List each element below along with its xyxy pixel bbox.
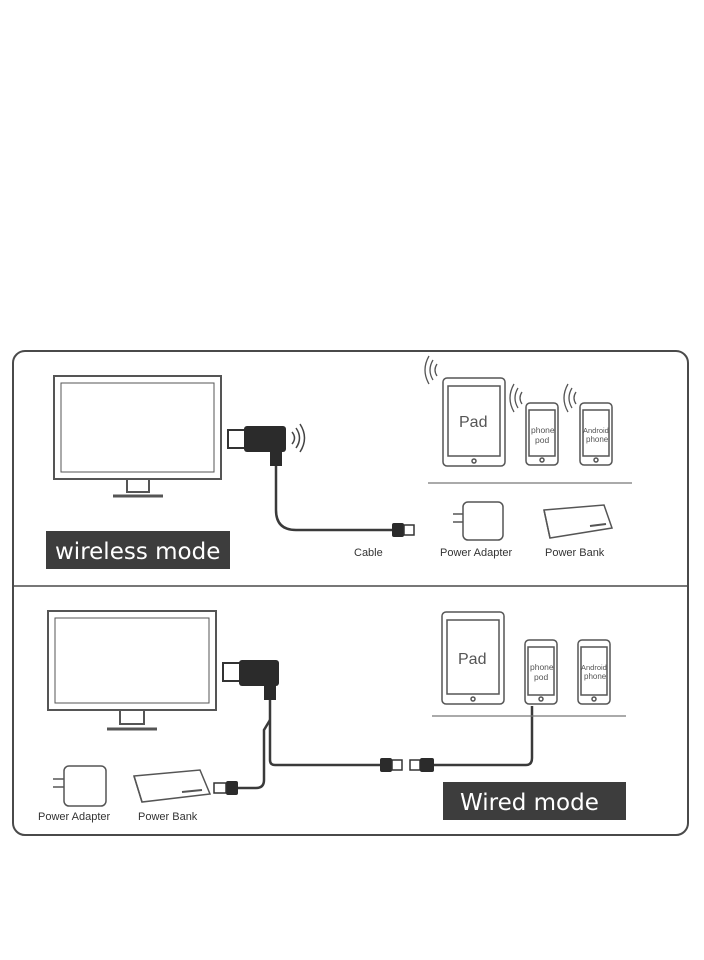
- wifi-signal-icon: [563, 383, 577, 413]
- power-cable: [238, 719, 272, 790]
- usb-cable: [268, 700, 380, 767]
- hdmi-dongle-icon: [227, 423, 306, 466]
- diagram-frame: [12, 350, 689, 836]
- wireless-mode-label: wireless mode: [55, 539, 220, 565]
- wired-mode-label: Wired mode: [460, 790, 599, 816]
- power-bank-icon: [543, 504, 614, 539]
- usb-plug-icon: [213, 781, 238, 795]
- android-phone-icon: [577, 639, 611, 705]
- power-adapter-icon: [53, 765, 107, 807]
- phone-pod-label-line2: pod: [534, 672, 548, 682]
- tv-icon: [53, 375, 222, 498]
- power-adapter-label: Power Adapter: [440, 547, 512, 559]
- usb-plug-icon: [392, 523, 415, 537]
- wireless-section: Cable wireless mode Pad phone pod: [46, 355, 632, 569]
- android-phone-icon: [579, 402, 613, 466]
- wifi-signal-icon: [509, 383, 523, 413]
- android-phone-label-line1: Android: [581, 663, 607, 672]
- tablet-icon: [442, 377, 506, 467]
- pad-label: Pad: [458, 651, 486, 668]
- phone-pod-label-line1: phone: [530, 662, 554, 672]
- power-adapter-label: Power Adapter: [38, 811, 110, 823]
- hdmi-dongle-icon: [222, 660, 279, 700]
- wired-section: Pad phone pod Android phone Power Adapte…: [38, 610, 626, 823]
- android-phone-label-line1: Android: [583, 426, 609, 435]
- cable-label: Cable: [354, 547, 383, 559]
- wireless-mode-badge: [46, 531, 230, 569]
- wifi-signal-icon: [424, 355, 438, 385]
- power-bank-icon: [133, 769, 212, 803]
- usb-cable: [274, 466, 392, 532]
- tablet-icon: [441, 611, 505, 705]
- device-cable: [434, 706, 534, 767]
- android-phone-label-line2: phone: [584, 672, 607, 681]
- power-bank-label: Power Bank: [545, 547, 605, 559]
- pad-label: Pad: [459, 414, 487, 431]
- tv-icon: [47, 610, 217, 731]
- iphone-icon: [524, 639, 558, 705]
- power-bank-label: Power Bank: [138, 811, 198, 823]
- phone-pod-label-line2: pod: [535, 435, 549, 445]
- android-phone-label-line2: phone: [586, 435, 609, 444]
- power-adapter-icon: [453, 501, 504, 541]
- wired-mode-badge: [443, 782, 626, 820]
- phone-pod-label-line1: phone: [531, 425, 555, 435]
- usb-connector-icon: [380, 758, 434, 772]
- iphone-icon: [525, 402, 559, 466]
